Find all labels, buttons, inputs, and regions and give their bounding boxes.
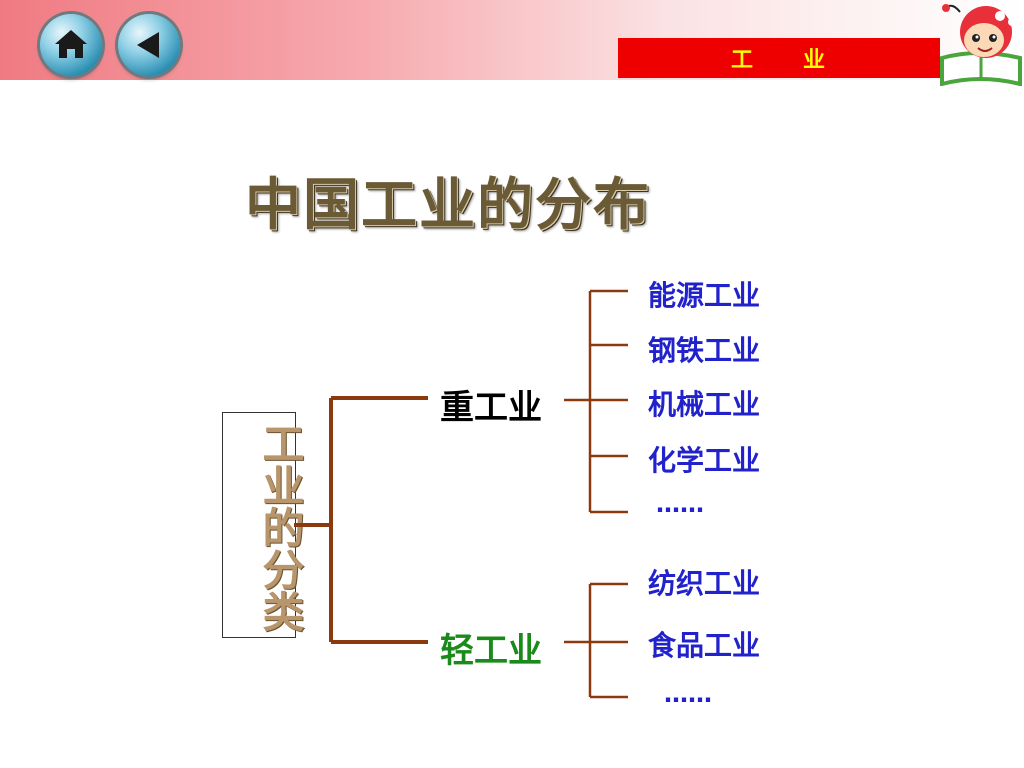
leaf-light-more: ……: [664, 680, 712, 708]
page-title: 中国工业的分布: [245, 172, 651, 238]
leaf-chemical-industry: 化学工业: [648, 444, 761, 477]
leaf-textile-industry: 纺织工业: [648, 567, 761, 600]
section-title: 工 业: [730, 48, 827, 73]
light-bracket: [564, 582, 628, 699]
heavy-bracket: [564, 289, 628, 514]
back-arrow-icon: [137, 32, 159, 58]
heavy-industry-label: 重工业: [440, 388, 542, 428]
light-industry-label: 轻工业: [440, 631, 542, 671]
home-icon: [55, 30, 87, 58]
leaf-energy-industry: 能源工业: [648, 279, 761, 312]
mascot-reading-icon: [940, 4, 1022, 86]
home-button[interactable]: [40, 14, 102, 76]
leaf-food-industry: 食品工业: [648, 629, 761, 662]
leaf-heavy-more: ……: [656, 490, 704, 518]
leaf-machinery-industry: 机械工业: [648, 388, 761, 421]
back-button[interactable]: [118, 14, 180, 76]
root-bracket: [294, 396, 428, 644]
leaf-steel-industry: 钢铁工业: [648, 334, 761, 367]
section-title-bar: 工 业: [618, 38, 940, 78]
